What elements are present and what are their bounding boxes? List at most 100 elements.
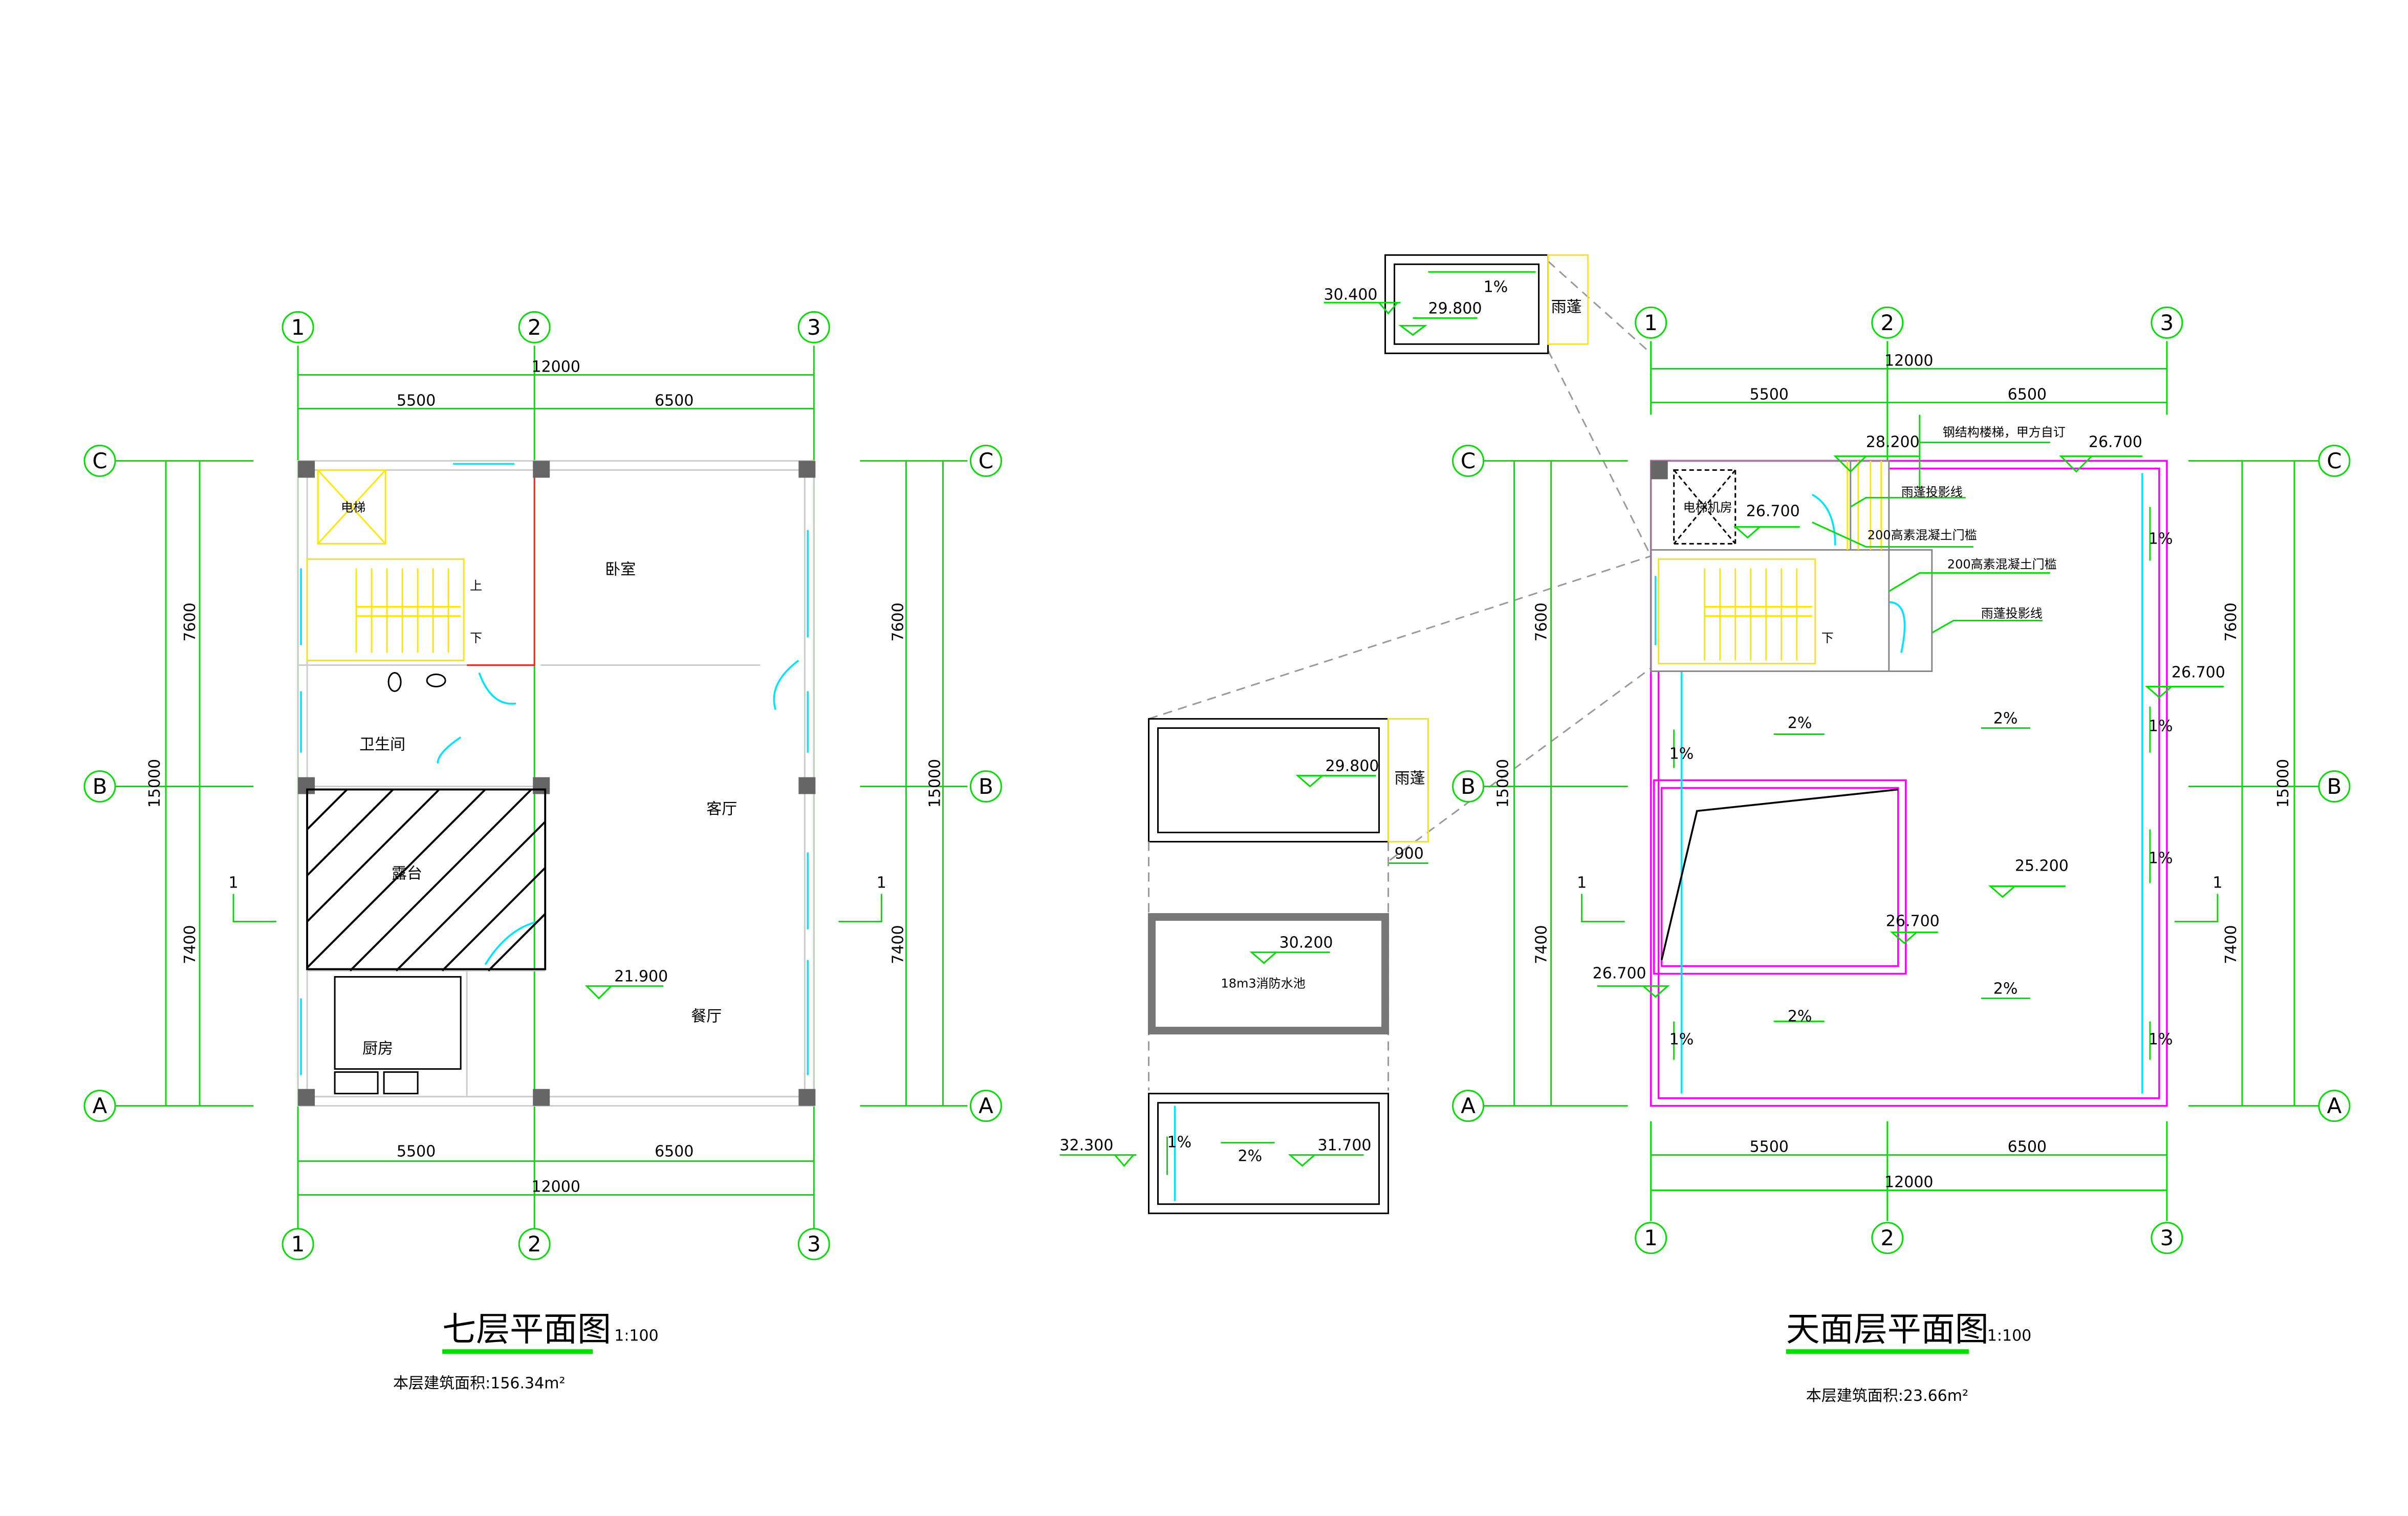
svg-text:3: 3	[2160, 1225, 2174, 1250]
r-dim-side-total-right: 15000	[2274, 759, 2292, 808]
dim-total-top: 12000	[532, 358, 580, 376]
svg-text:B: B	[979, 774, 993, 799]
dim-seg2-bottom: 6500	[655, 1143, 693, 1161]
r-dim-side-total-left: 15000	[1494, 759, 1512, 808]
left-plan-title: 七层平面图	[442, 1310, 611, 1349]
dim-side-lower-right: 7400	[889, 925, 907, 964]
slope-label: 1%	[2149, 717, 2173, 735]
elev-26700-core: 26.700	[1746, 502, 1800, 520]
dim-side-upper-left: 7600	[181, 602, 199, 641]
elev-26700-top: 26.700	[2089, 433, 2142, 451]
terrace-hatch	[306, 788, 547, 971]
room-kitchen: 厨房	[362, 1040, 393, 1058]
svg-text:3: 3	[807, 1231, 821, 1257]
left-room-labels: 电梯 上 下 卧室 卫生间 露台 客厅 餐厅 厨房	[341, 500, 737, 1057]
dim-seg1-bottom: 5500	[397, 1143, 436, 1161]
left-windows-doors	[300, 463, 809, 1075]
svg-text:2: 2	[1880, 1225, 1894, 1250]
room-dining: 餐厅	[691, 1008, 722, 1026]
elev-25200: 25.200	[2015, 857, 2069, 875]
r-dim-total-top: 12000	[1884, 352, 1933, 370]
detail-top: 雨蓬 30.400 29.800 1%	[1324, 254, 1589, 354]
threshold-note-2: 200高素混凝土门槛	[1947, 557, 2057, 571]
left-red-walls	[467, 467, 535, 666]
left-fixtures	[334, 672, 462, 1095]
svg-text:C: C	[92, 448, 107, 473]
dim-seg2-top: 6500	[655, 392, 693, 409]
slope-label: 2%	[1993, 980, 2018, 998]
left-axis-bubbles: 1 2 3 1 2 3 C B A C B A	[83, 311, 1002, 1261]
elev-28200: 28.200	[1866, 433, 1920, 451]
roof-parapet	[1650, 460, 2168, 1107]
svg-text:C: C	[1461, 448, 1476, 473]
dim-total-bottom: 12000	[532, 1178, 580, 1196]
steel-stair-note: 钢结构楼梯，甲方自订	[1943, 425, 2066, 439]
dim-side-upper-right: 7600	[889, 602, 907, 641]
svg-text:A: A	[979, 1093, 993, 1118]
detail-tank: 30.200 18m3消防水池	[1147, 913, 1390, 1035]
svg-text:900: 900	[1395, 845, 1424, 863]
r-dim-seg2-top: 6500	[2008, 385, 2047, 403]
dim-side-total-left: 15000	[146, 759, 164, 808]
svg-text:B: B	[2327, 774, 2342, 799]
svg-text:1%: 1%	[1167, 1134, 1191, 1152]
svg-text:31.700: 31.700	[1318, 1137, 1372, 1155]
slope-label: 2%	[1788, 1008, 1812, 1026]
svg-text:2: 2	[1880, 310, 1894, 335]
svg-text:A: A	[93, 1093, 107, 1118]
slope-label: 2%	[1788, 714, 1812, 732]
canopy-line-note-1: 雨蓬投影线	[1901, 485, 1963, 499]
room-bedroom: 卧室	[605, 560, 636, 578]
section-mark-right: 1	[877, 874, 886, 892]
svg-text:3: 3	[2160, 310, 2174, 335]
svg-text:29.800: 29.800	[1326, 757, 1379, 775]
svg-text:32.300: 32.300	[1059, 1137, 1113, 1155]
right-stair	[1658, 461, 1882, 664]
right-plan-area: 本层建筑面积:23.66m²	[1806, 1387, 1968, 1405]
roof-gutters	[1654, 473, 2143, 1094]
svg-text:1: 1	[1644, 310, 1658, 335]
stair-down-label: 下	[1821, 631, 1834, 645]
elevation-label: 21.900	[614, 968, 668, 986]
right-grid-lines	[1483, 341, 2319, 1221]
left-walls	[297, 460, 815, 1107]
svg-text:29.800: 29.800	[1428, 299, 1482, 317]
room-bathroom: 卫生间	[359, 735, 405, 753]
r-dim-seg2-bottom: 6500	[2008, 1138, 2047, 1156]
svg-text:2: 2	[528, 315, 541, 340]
right-axis-bubbles: 1 2 3 1 2 3 C B A C B A	[1452, 306, 2351, 1254]
svg-text:2: 2	[528, 1231, 541, 1257]
stair-core-walls	[1650, 460, 1933, 672]
svg-text:1: 1	[291, 1231, 305, 1257]
elev-26700-right: 26.700	[2172, 663, 2225, 681]
r-dim-total-bottom: 12000	[1884, 1174, 1933, 1192]
left-stair-elevator	[306, 469, 465, 661]
right-plan: 12000 5500 6500 5500 6500 12000 15000 76…	[1452, 306, 2351, 1405]
elev-26700-left: 26.700	[1593, 965, 1646, 983]
svg-text:30.400: 30.400	[1324, 286, 1378, 304]
svg-text:2%: 2%	[1238, 1147, 1263, 1165]
detail-bottom: 32.300 31.700 1% 2%	[1059, 1093, 1390, 1215]
right-plan-title: 天面层平面图	[1786, 1310, 1989, 1349]
r-dim-seg1-bottom: 5500	[1750, 1138, 1789, 1156]
svg-text:1%: 1%	[1484, 278, 1508, 296]
details: 雨蓬 30.400 29.800 1% 雨蓬 29.800 900 30.200…	[1059, 254, 1652, 1215]
section-mark-left: 1	[229, 874, 238, 892]
stair-up: 上	[470, 578, 482, 593]
svg-text:18m3消防水池: 18m3消防水池	[1221, 977, 1306, 991]
right-plan-scale: 1:100	[1987, 1327, 2031, 1345]
slope-label: 2%	[1993, 709, 2018, 727]
svg-text:A: A	[2327, 1093, 2342, 1118]
stair-down: 下	[470, 631, 482, 645]
r-dim-seg1-top: 5500	[1750, 385, 1789, 403]
left-columns	[298, 461, 816, 1106]
slope-label: 1%	[2149, 530, 2173, 548]
room-elevator: 电梯	[341, 500, 365, 514]
r-section-mark-left: 1	[1577, 874, 1587, 892]
slope-label: 1%	[2149, 1031, 2173, 1049]
r-dim-side-upper-left: 7600	[1533, 602, 1551, 641]
left-plan-scale: 1:100	[614, 1327, 658, 1345]
svg-text:1: 1	[1644, 1225, 1658, 1250]
detail-mid: 雨蓬 29.800 900	[1147, 718, 1429, 1091]
